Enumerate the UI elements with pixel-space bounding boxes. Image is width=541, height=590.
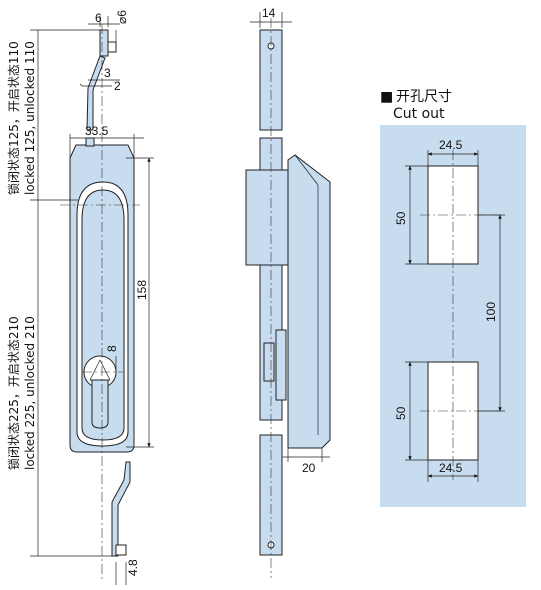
cutout-title-cn: 开孔尺寸 xyxy=(396,89,452,105)
bottom-latch-bracket xyxy=(111,461,131,557)
side-view: 14 20 xyxy=(245,6,331,578)
side-housing xyxy=(245,169,289,266)
dim-8-label: 8 xyxy=(105,345,119,352)
front-view: 6 ⌀6 3 2 33.5 158 8 4.8 锁闭状态125 xyxy=(6,10,154,585)
cutout-dim-spacing: 100 xyxy=(484,302,498,322)
dim-3-label: 3 xyxy=(104,66,111,80)
dim-6-label: 6 xyxy=(95,11,102,25)
label-full-en: locked 225, unlocked 210 xyxy=(23,316,37,470)
side-handle xyxy=(287,154,331,449)
cutout-dim-top-width: 24.5 xyxy=(439,138,463,152)
dim-2-label: 2 xyxy=(114,79,121,93)
triangle-key-icon xyxy=(89,359,111,381)
dim-33-5-label: 33.5 xyxy=(85,124,109,138)
dim-14-label: 14 xyxy=(262,6,276,20)
dim-20-label: 20 xyxy=(302,461,316,475)
cutout-title-marker: ■ xyxy=(380,89,393,105)
cutout-section: ■ 开孔尺寸 Cut out 24.5 50 100 50 24.5 xyxy=(380,89,526,507)
dim-4-8-label: 4.8 xyxy=(126,559,140,576)
label-top-en: locked 125, unlocked 110 xyxy=(23,41,37,195)
handle-body xyxy=(69,137,135,453)
cutout-dim-bottom-width: 24.5 xyxy=(439,461,463,475)
dim-phi6-label: ⌀6 xyxy=(115,10,129,24)
cutout-title-en: Cut out xyxy=(393,106,445,122)
cutout-dim-top-height: 50 xyxy=(394,211,408,225)
cutout-dim-bottom-height: 50 xyxy=(394,406,408,420)
label-top-cn: 锁闭状态125，开启状态110 xyxy=(6,41,21,195)
dim-158-label: 158 xyxy=(135,280,149,300)
label-full-cn: 锁闭状态225，开启状态210 xyxy=(6,316,21,470)
